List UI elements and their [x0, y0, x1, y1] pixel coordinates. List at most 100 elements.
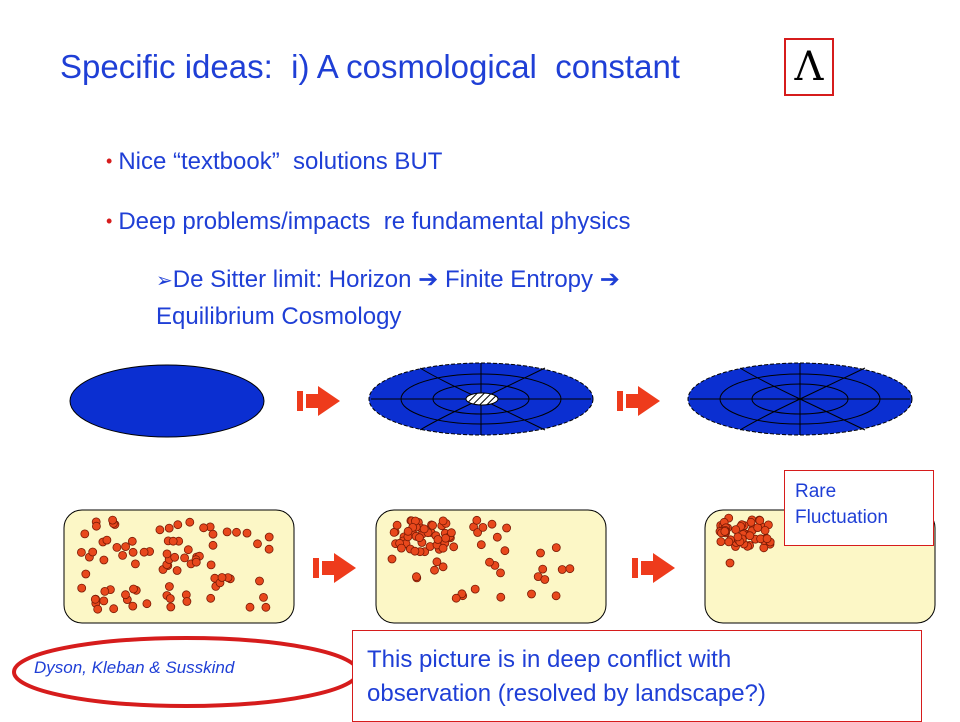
particle-dot: [485, 557, 494, 567]
particle-dot: [264, 532, 274, 542]
conflict-note-line: This picture is in deep conflict with: [367, 646, 732, 673]
particle-dot: [142, 599, 152, 609]
particle-dot: [264, 544, 274, 554]
particle-dot: [438, 543, 448, 553]
particle-dot: [536, 548, 545, 558]
particle-dot: [168, 536, 178, 546]
particle-dot: [527, 589, 536, 599]
particle-dot: [551, 543, 561, 552]
particle-dot: [182, 597, 192, 606]
arrow-right-icon: [313, 553, 356, 583]
particle-dot: [206, 593, 216, 603]
universe-ellipse-plain: [69, 364, 265, 438]
particle-dot: [411, 572, 421, 582]
conflict-note-line: observation (resolved by landscape?): [367, 680, 766, 707]
particle-dot: [129, 584, 138, 594]
bullet-text: Nice “textbook” solutions BUT: [118, 148, 443, 175]
particle-dot: [457, 589, 467, 599]
particle-dot: [419, 524, 429, 534]
arrow-right-icon: [617, 386, 660, 416]
particle-dot: [121, 542, 130, 551]
bullet-dot-icon: •: [106, 211, 113, 231]
particle-dot: [432, 557, 442, 567]
particle-dot: [396, 543, 406, 553]
particle-dot: [725, 558, 735, 568]
bullet-item: •Deep problems/impacts re fundamental ph…: [106, 208, 631, 236]
lambda-symbol: Λ: [794, 44, 824, 90]
particle-dot: [438, 516, 448, 526]
particle-dot: [449, 542, 459, 552]
lambda-symbol-box: Λ: [784, 38, 834, 96]
particle-dot: [222, 527, 232, 537]
arrow-right-icon: [632, 553, 675, 583]
arrowhead-bullet-icon: ➢: [156, 270, 173, 292]
particle-dot: [389, 528, 399, 537]
arrow-right-icon: ➔: [599, 266, 620, 293]
particle-dot: [551, 591, 561, 601]
particle-dot: [760, 526, 770, 535]
particle-dot: [733, 532, 743, 542]
particle-dot: [259, 593, 268, 602]
particle-dot: [128, 547, 138, 557]
arrow-right-icon: [297, 386, 340, 416]
particle-dot: [414, 533, 424, 543]
sub-bullet: ➢De Sitter limit: Horizon ➔ Finite Entro…: [156, 262, 620, 335]
particle-dot: [88, 547, 98, 557]
particle-dot: [762, 534, 772, 544]
particle-dot: [93, 604, 103, 614]
rare-label-line: Rare: [795, 481, 837, 502]
particle-dot: [108, 515, 117, 525]
particle-dot: [162, 549, 172, 559]
particle-dot: [755, 516, 765, 525]
particle-dot: [245, 602, 255, 612]
particle-dot: [164, 523, 174, 533]
particle-dot: [253, 539, 262, 549]
particle-dot: [183, 545, 193, 555]
particle-dot: [502, 523, 512, 533]
particle-dot: [478, 523, 488, 532]
particle-dot: [446, 528, 456, 538]
particle-dot: [720, 527, 730, 536]
bullet-dot-icon: •: [106, 151, 113, 171]
particle-dot: [261, 602, 271, 612]
particle-dot: [155, 525, 165, 535]
particle-dot: [487, 519, 497, 529]
particle-dot: [100, 587, 110, 596]
sub-bullet-text-line2: Equilibrium Cosmology: [156, 303, 402, 330]
particle-dot: [473, 528, 483, 537]
particle-dot: [255, 576, 264, 586]
particle-dot: [112, 543, 122, 552]
particle-dot: [565, 564, 575, 574]
particle-dot: [139, 547, 149, 557]
particle-dot: [121, 590, 130, 600]
particle-dot: [166, 602, 176, 612]
particle-dot: [745, 531, 755, 541]
particle-dot: [403, 526, 413, 536]
conflict-note-box: This picture is in deep conflict with ob…: [352, 630, 922, 722]
particle-dot: [387, 554, 397, 564]
particle-dot: [557, 565, 567, 574]
particle-dot: [540, 575, 550, 584]
particle-dot: [438, 562, 448, 572]
particle-dot: [208, 529, 218, 539]
particle-dot: [716, 537, 726, 546]
particle-dot: [102, 535, 112, 545]
particle-dot: [208, 540, 218, 550]
particle-dot: [77, 583, 87, 593]
particle-dot: [242, 528, 252, 538]
particle-dot: [759, 543, 769, 553]
sub-bullet-text-b: Finite Entropy: [444, 266, 594, 293]
citation-text: Dyson, Kleban & Susskind: [34, 658, 235, 677]
particle-dot: [191, 557, 201, 567]
particle-dot: [127, 536, 137, 546]
particle-dot: [128, 601, 138, 611]
particle-dot: [724, 537, 734, 547]
particle-dot: [217, 573, 227, 582]
particle-dot: [392, 520, 402, 530]
particle-dot: [472, 515, 482, 525]
observer-patch: [465, 392, 499, 406]
particle-dot: [99, 596, 109, 606]
particle-dot: [538, 564, 548, 574]
particle-dot: [451, 593, 461, 603]
